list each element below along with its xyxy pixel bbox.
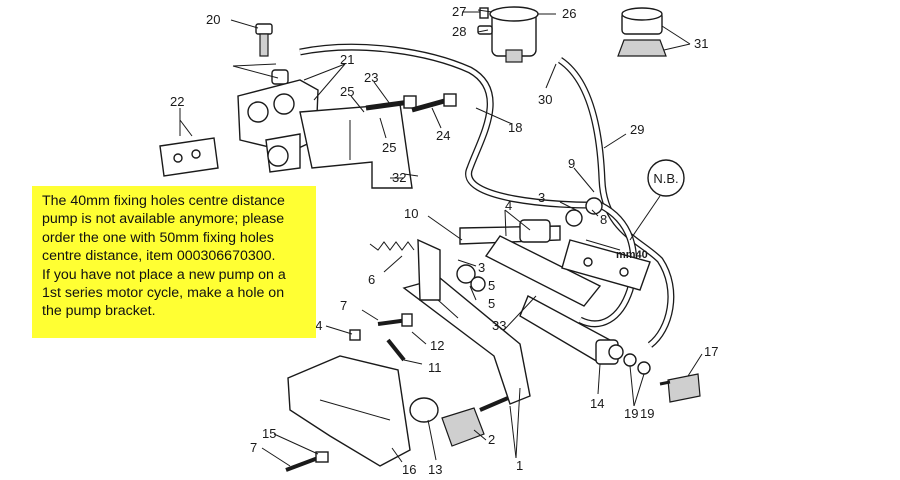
bolt-23 xyxy=(365,95,417,111)
callout-22: 22 xyxy=(170,94,184,109)
dimension-label: mm40 xyxy=(616,249,648,261)
callout-24: 24 xyxy=(436,128,450,143)
callout-18: 18 xyxy=(508,120,522,135)
callout-20: 20 xyxy=(206,12,220,27)
callout-33: 33 xyxy=(492,318,506,333)
callout-28: 28 xyxy=(452,24,466,39)
screw-11 xyxy=(386,338,406,362)
screw-7-upper xyxy=(377,313,413,327)
nb-marker: N.B. xyxy=(629,159,685,241)
note-line: centre distance, item 000306670300. xyxy=(42,248,276,265)
spacer-13 xyxy=(409,397,439,423)
dimension-mm40: mm40 xyxy=(585,239,648,261)
callout-9: 9 xyxy=(568,156,575,171)
callout-8: 8 xyxy=(600,212,607,227)
hose-18 xyxy=(299,43,601,209)
callout-25-lower: 25 xyxy=(382,140,396,155)
callout-14: 14 xyxy=(590,396,604,411)
callout-27: 27 xyxy=(452,4,466,19)
note-line: the pump bracket. xyxy=(42,303,156,320)
callout-32: 32 xyxy=(392,170,406,185)
callout-5-lower: 5 xyxy=(488,296,495,311)
switch-17 xyxy=(659,373,701,403)
callout-7-upper: 7 xyxy=(340,298,347,313)
push-rod xyxy=(459,197,603,245)
screw-34 xyxy=(349,329,361,341)
caliper-21 xyxy=(237,79,319,173)
pedal-2 xyxy=(441,396,509,447)
callout-30: 30 xyxy=(538,92,552,107)
note-line: pump is not available anymore; please xyxy=(42,211,285,228)
leader-lines xyxy=(179,9,703,467)
callout-16: 16 xyxy=(402,462,416,477)
callout-17: 17 xyxy=(704,344,718,359)
heel-guard-16 xyxy=(287,355,411,467)
callout-21: 21 xyxy=(340,52,354,67)
callout-25-upper: 25 xyxy=(340,84,354,99)
screw-27 xyxy=(462,7,493,35)
bleeder-20 xyxy=(255,23,289,85)
availability-note: The 40mm fixing holes centre distance pu… xyxy=(32,186,316,338)
callout-labels: 1 2 3 3 4 5 5 6 7 7 8 9 10 11 12 13 14 1… xyxy=(170,4,718,477)
lever-33 xyxy=(402,238,531,405)
linkage-plate xyxy=(456,235,602,307)
note-line: order the one with 50mm fixing holes xyxy=(42,229,274,246)
callout-1: 1 xyxy=(516,458,523,473)
bolt-24 xyxy=(411,93,457,113)
pads-22 xyxy=(159,137,219,177)
callout-4: 4 xyxy=(505,198,512,213)
callout-6: 6 xyxy=(368,272,375,287)
callout-19-a: 19 xyxy=(624,406,638,421)
hose-29 xyxy=(557,57,675,348)
note-line: If you have not place a new pump on a xyxy=(42,266,286,283)
callout-29: 29 xyxy=(630,122,644,137)
nb-label: N.B. xyxy=(653,171,678,186)
hose-lower xyxy=(578,201,638,328)
master-cylinder-14 xyxy=(519,295,651,375)
callout-11: 11 xyxy=(428,360,442,375)
callout-19-b: 19 xyxy=(640,406,654,421)
callout-2: 2 xyxy=(488,432,495,447)
callout-3-upper: 3 xyxy=(538,190,545,205)
callout-3-lower: 3 xyxy=(478,260,485,275)
note-line: 1st series motor cycle, make a hole on xyxy=(42,285,285,302)
callout-15: 15 xyxy=(262,426,276,441)
spring-6 xyxy=(369,241,415,251)
callout-10: 10 xyxy=(404,206,418,221)
note-line: The 40mm fixing holes centre distance xyxy=(42,193,285,209)
callout-13: 13 xyxy=(428,462,442,477)
callout-12: 12 xyxy=(430,338,444,353)
callout-31: 31 xyxy=(694,36,708,51)
reservoir xyxy=(489,6,539,63)
callout-23: 23 xyxy=(364,70,378,85)
callout-5-upper: 5 xyxy=(488,278,495,293)
screw-7-lower xyxy=(285,451,329,472)
callout-26: 26 xyxy=(562,6,576,21)
callout-7-lower: 7 xyxy=(250,440,257,455)
reservoir-cap xyxy=(617,7,667,57)
mounting-bracket xyxy=(561,239,651,291)
